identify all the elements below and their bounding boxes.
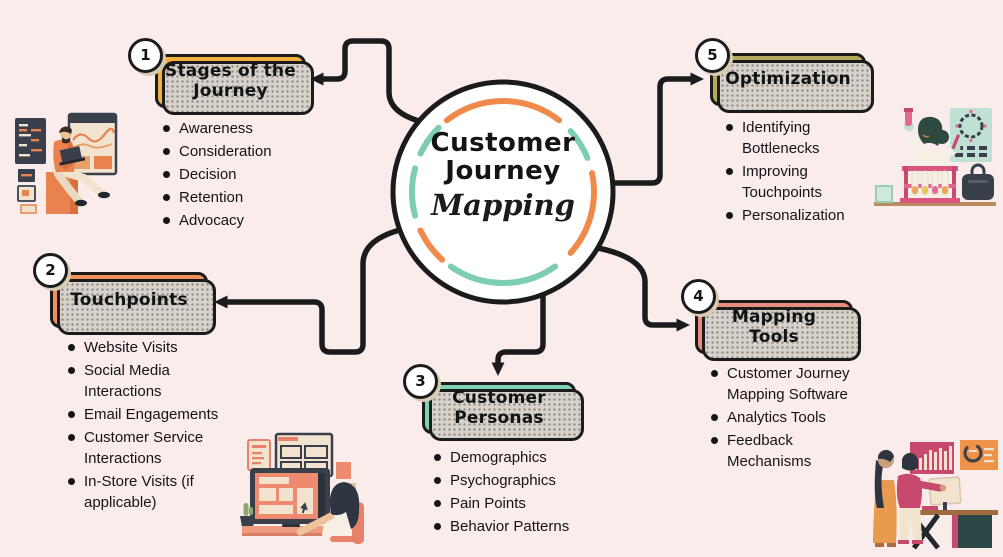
bullet-item: Customer Service Interactions [67, 427, 232, 469]
section-title: Customer Personas [452, 387, 546, 428]
center-title: Customer Journey Mapping [391, 129, 615, 222]
connector-4 [597, 245, 690, 332]
section-title: Mapping Tools [731, 306, 817, 347]
center-subtitle: Mapping [431, 188, 575, 222]
section-card: Touchpoints [50, 272, 216, 335]
bullet-item: Customer Journey Mapping Software [710, 363, 868, 405]
section-number-badge: 2 [33, 253, 68, 288]
connector-5 [612, 72, 704, 186]
section-title: Touchpoints [70, 289, 188, 310]
bullet-item: Demographics [433, 447, 598, 468]
bullet-item: Improving Touchpoints [725, 161, 865, 203]
bullet-item: Decision [162, 164, 312, 185]
section-card: Mapping Tools [695, 300, 861, 361]
section-number-badge: 3 [403, 364, 438, 399]
bullet-item: Pain Points [433, 493, 598, 514]
bullet-item: Website Visits [67, 337, 232, 358]
bullet-item: Analytics Tools [710, 407, 868, 428]
connector-2 [214, 227, 401, 355]
bullet-item: Awareness [162, 118, 312, 139]
section-title: Optimization [725, 69, 851, 90]
designer-at-computer-illustration [238, 428, 372, 553]
bullet-item: Personalization [725, 205, 865, 226]
bullet-item: Retention [162, 187, 312, 208]
bullet-item: Social Media Interactions [67, 360, 232, 402]
center-title-line2: Journey [445, 156, 561, 186]
section-number-badge: 5 [695, 38, 730, 73]
team-reviewing-analytics-illustration [866, 436, 1000, 555]
bullet-item: Identifying Bottlenecks [725, 117, 865, 159]
bullet-item: Advocacy [162, 210, 312, 231]
section-number-badge: 4 [681, 279, 716, 314]
scientist-with-test-tubes-illustration [874, 102, 996, 219]
bullet-item: Behavior Patterns [433, 516, 598, 537]
section-card: Optimization [710, 53, 874, 113]
bullet-item: Psychographics [433, 470, 598, 491]
section-title: Stages of the Journey [165, 60, 296, 101]
bullet-item: In-Store Visits (if applicable) [67, 471, 232, 513]
connector-1 [310, 38, 420, 124]
section-number-badge: 1 [128, 38, 163, 73]
bullet-item: Feedback Mechanisms [710, 430, 868, 472]
connector-3 [491, 294, 546, 376]
section-card: Stages of the Journey [155, 54, 314, 115]
bullet-item: Email Engagements [67, 404, 232, 425]
section-card: Customer Personas [422, 382, 584, 441]
man-analyzing-dashboards-illustration [12, 112, 118, 219]
center-title-line1: Customer [430, 128, 576, 158]
bullet-item: Consideration [162, 141, 312, 162]
